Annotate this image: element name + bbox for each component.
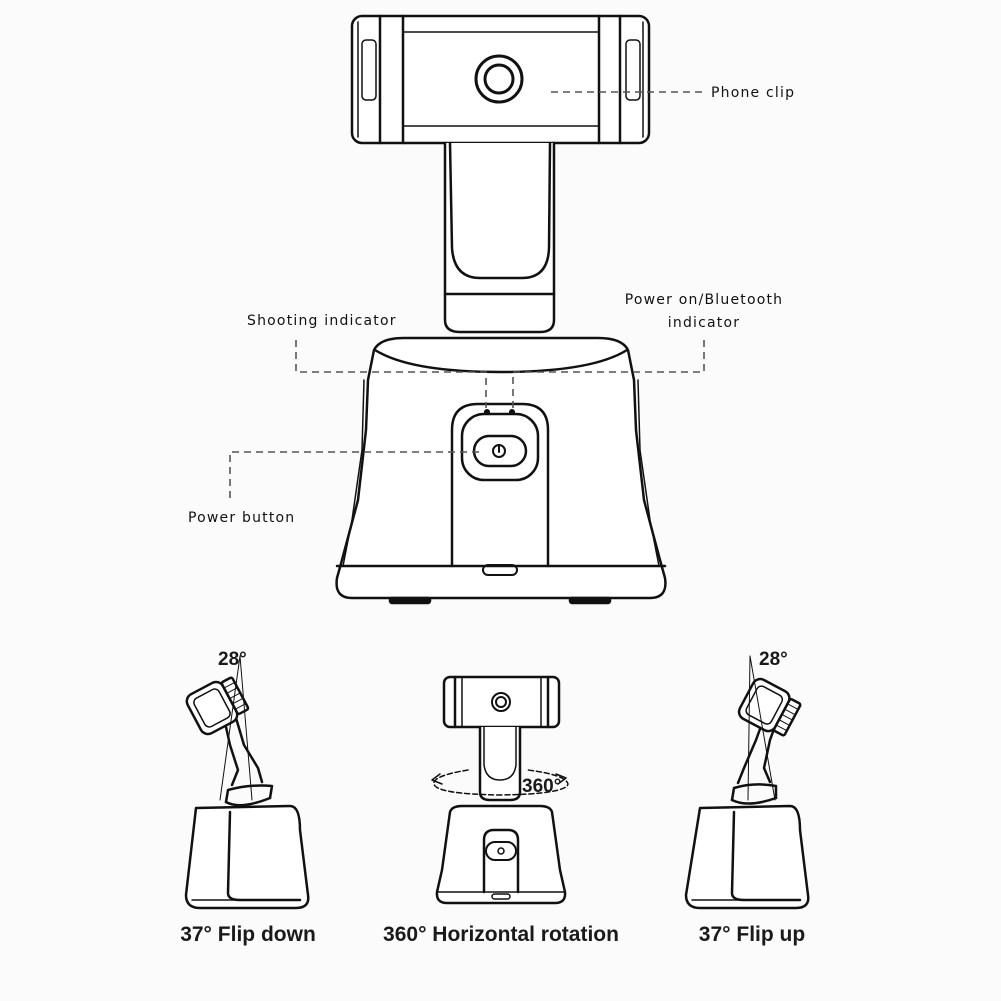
base [335,336,667,605]
power-bluetooth-label-line1: Power on/Bluetooth [624,292,784,308]
main-device [335,14,667,605]
flip-up-angle-label: 28° [759,649,788,670]
shooting-indicator-label: Shooting indicator [247,313,397,329]
shooting-indicator-leader [295,340,487,408]
shooting-indicator-led [483,408,491,416]
phone-clip [350,14,651,145]
leader-lines [229,91,705,498]
bluetooth-indicator-led [508,408,516,416]
bluetooth-indicator-leader [512,340,705,408]
flip-up-caption: 37° Flip up [698,923,806,946]
flip-down-angle-label: 28° [218,649,247,670]
flip-up-device [684,655,810,910]
rotation-angle-label: 360° [522,776,562,797]
power-bluetooth-label-line2: indicator [667,315,741,331]
power-button-leader [229,451,480,498]
rotation-device [431,675,569,905]
support-arm [443,141,556,334]
flip-down-device [184,655,310,910]
flip-down-caption: 37° Flip down [180,923,316,946]
usb-port [482,564,518,576]
power-button-label: Power button [188,510,296,526]
phone-clip-label: Phone clip [711,85,796,101]
rotation-caption: 360° Horizontal rotation [383,923,619,946]
